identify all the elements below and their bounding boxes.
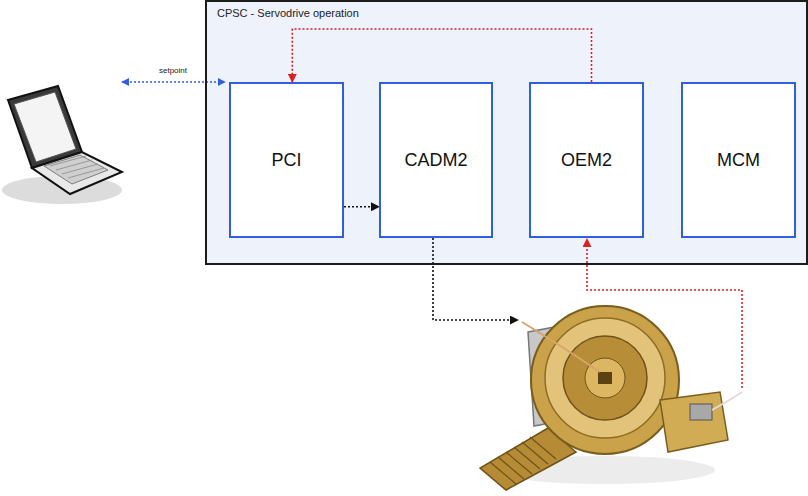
- module-box: MCM: [681, 82, 796, 238]
- signal-connector: [292, 29, 591, 82]
- device-ring: [545, 318, 665, 438]
- module-name: MCM: [717, 150, 760, 171]
- connector-plug: [690, 404, 712, 420]
- command-wire: [433, 238, 518, 320]
- panel-title: CPSC - Servodrive operation: [217, 7, 359, 19]
- device-inner: [563, 336, 647, 420]
- module-box: PCI: [229, 82, 344, 238]
- system-panel: CPSC - Servodrive operationPCI CADM2 OEM2 M…: [205, 0, 808, 265]
- module-name: PCI: [271, 150, 301, 171]
- device-center: [585, 358, 625, 398]
- device-connector: [660, 392, 728, 452]
- device-lead: [712, 392, 742, 410]
- module-name: OEM2: [561, 150, 612, 171]
- device-slot: [598, 372, 612, 384]
- servo-device: [480, 306, 742, 490]
- setpoint-link: [122, 81, 225, 83]
- laptop-base: [32, 152, 122, 194]
- module-name: CADM2: [404, 150, 467, 171]
- panel-ground: [206, 1, 807, 264]
- module-box: OEM2: [529, 82, 644, 238]
- device-fibre: [522, 322, 600, 372]
- laptop-keyboard: [44, 155, 108, 184]
- module-box: CADM2: [379, 82, 493, 238]
- signal-connector: [344, 206, 379, 208]
- laptop-display: [14, 92, 76, 162]
- device-body: [531, 306, 679, 454]
- thread-lines: [490, 437, 556, 484]
- keyboard-keys: [50, 156, 104, 178]
- signal-label: setpoint: [158, 66, 188, 75]
